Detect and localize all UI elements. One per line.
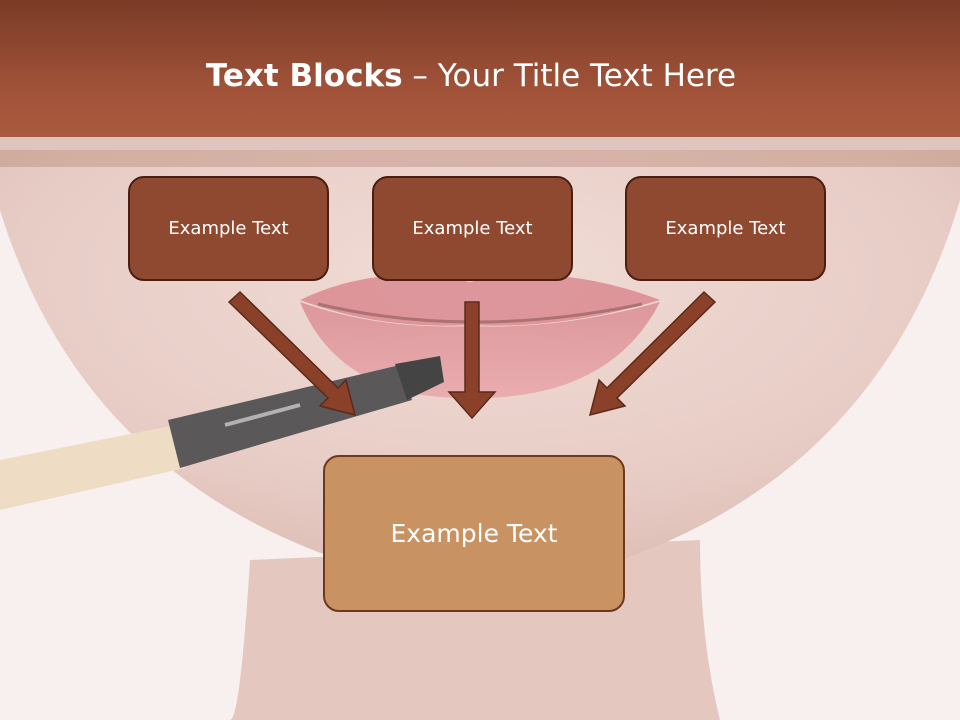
arrow-right — [588, 290, 717, 417]
result-block[interactable]: Example Text — [323, 455, 625, 612]
arrow-center — [447, 301, 497, 420]
slide-title-rest: Your Title Text Here — [437, 58, 737, 94]
result-block-label: Example Text — [390, 519, 558, 548]
slide-title-dash: – — [402, 58, 438, 94]
title-strip — [0, 137, 960, 167]
text-block-1-label: Example Text — [168, 218, 289, 239]
text-block-1[interactable]: Example Text — [128, 176, 329, 281]
text-block-2-label: Example Text — [412, 218, 533, 239]
slide-title: Text Blocks – Your Title Text Here — [0, 52, 942, 100]
text-block-2[interactable]: Example Text — [372, 176, 573, 281]
title-bar — [0, 0, 960, 137]
arrow-left — [227, 290, 357, 417]
text-block-3-label: Example Text — [665, 218, 786, 239]
text-block-3[interactable]: Example Text — [625, 176, 826, 281]
slide-title-bold: Text Blocks — [205, 58, 403, 94]
